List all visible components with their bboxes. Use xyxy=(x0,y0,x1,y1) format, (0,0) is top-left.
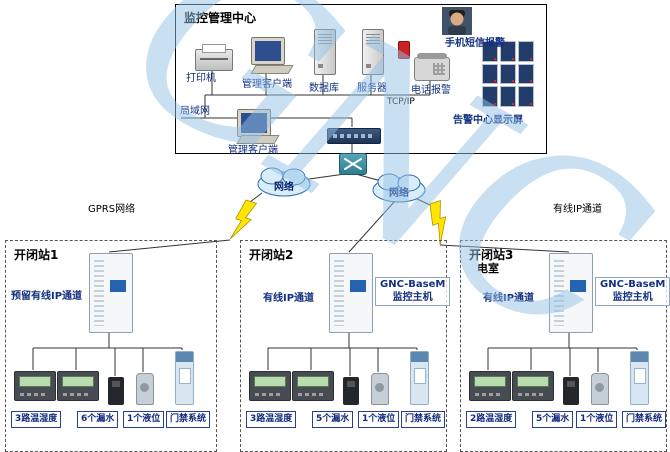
access-control-icon xyxy=(410,351,429,405)
temp-humidity-controller-icon xyxy=(57,371,99,401)
client-computer-icon xyxy=(251,37,285,65)
host-label-line2: 监控主机 xyxy=(612,291,653,303)
database-label: 数据库 xyxy=(309,83,339,94)
station3-host-label: GNC-BaseM 监控主机 xyxy=(595,277,670,306)
person-photo-icon xyxy=(442,7,472,35)
display-screen xyxy=(500,41,516,62)
sms-alarm-label: 手机短信报警 xyxy=(445,38,505,49)
station1-temp-label: 3路温湿度 xyxy=(11,411,62,428)
station3-channel-label: 有线IP通道 xyxy=(483,293,535,304)
station3-connectors xyxy=(487,330,638,376)
station1-connectors xyxy=(32,330,183,376)
station2-host-label: GNC-BaseM 监控主机 xyxy=(375,277,451,306)
access-control-icon xyxy=(630,351,649,405)
station1-channel-label: 预留有线IP通道 xyxy=(11,291,83,302)
alarm-device-icon xyxy=(398,41,410,59)
display-screen xyxy=(500,63,516,85)
host-label-line1: GNC-BaseM xyxy=(380,279,446,290)
station3-box: 开闭站3 电室 有线IP通道 GNC-BaseM 监控主机 2路温湿度 5个漏水… xyxy=(460,240,670,452)
station3-title: 开闭站3 xyxy=(469,248,514,262)
cloud-left-label: 网络 xyxy=(274,182,294,193)
water-leak-sensor-icon xyxy=(563,377,579,405)
liquid-level-sensor-icon xyxy=(136,373,154,405)
liquid-level-sensor-icon xyxy=(371,373,389,405)
display-screen xyxy=(482,86,498,107)
client-computer-icon xyxy=(237,109,271,137)
host-label-line2: 监控主机 xyxy=(392,291,433,303)
station-host-icon xyxy=(549,253,593,333)
station1-title: 开闭站1 xyxy=(14,248,59,262)
wired-channel-label: 有线IP通道 xyxy=(553,204,602,215)
client1-label: 管理客户端 xyxy=(242,79,292,90)
station2-leak-label: 5个漏水 xyxy=(312,411,354,428)
client2-label: 管理客户端 xyxy=(228,145,278,156)
cloud-right-label: 网络 xyxy=(389,188,409,199)
station3-level-label: 1个液位 xyxy=(576,411,618,428)
station3-door-label: 门禁系统 xyxy=(622,411,667,428)
station2-channel-label: 有线IP通道 xyxy=(263,293,315,304)
station2-temp-label: 3路温湿度 xyxy=(246,411,297,428)
liquid-level-sensor-icon xyxy=(591,373,609,405)
station1-box: 开闭站1 预留有线IP通道 3路温湿度 6个漏水 1个液位 门禁系统 xyxy=(5,240,217,452)
client-keyboard-icon xyxy=(250,65,294,74)
station2-title: 开闭站2 xyxy=(249,248,294,262)
database-server-icon xyxy=(314,29,336,75)
tcpip-label: TCP/IP xyxy=(387,97,415,107)
station3-subtitle: 电室 xyxy=(477,262,499,275)
phone-alarm-label: 电话报警 xyxy=(411,85,451,96)
phone-icon xyxy=(414,53,450,81)
server-label: 服务器 xyxy=(357,83,387,94)
station2-level-label: 1个液位 xyxy=(358,411,400,428)
station2-door-label: 门禁系统 xyxy=(401,411,446,428)
access-control-icon xyxy=(175,351,194,405)
temp-humidity-controller-icon xyxy=(512,371,554,401)
printer-label: 打印机 xyxy=(186,73,216,84)
lan-label: 局域网 xyxy=(180,106,210,117)
station1-level-label: 1个液位 xyxy=(123,411,165,428)
app-server-icon xyxy=(362,29,384,75)
display-screen xyxy=(482,63,498,85)
gprs-network-label: GPRS网络 xyxy=(88,204,136,215)
network-cloud-right-icon xyxy=(372,173,426,203)
station2-connectors xyxy=(267,330,418,376)
host-label-line1: GNC-BaseM xyxy=(600,279,666,290)
display-wall-icon xyxy=(482,41,534,107)
station-host-icon xyxy=(329,253,373,333)
core-switch-icon xyxy=(339,153,367,175)
station1-door-label: 门禁系统 xyxy=(166,411,211,428)
station3-temp-label: 2路温湿度 xyxy=(466,411,517,428)
station2-box: 开闭站2 有线IP通道 GNC-BaseM 监控主机 3路温湿度 5个漏水 1个… xyxy=(240,240,451,452)
station3-leak-label: 5个漏水 xyxy=(532,411,574,428)
display-screen xyxy=(500,86,516,107)
display-screen xyxy=(518,41,534,62)
display-screen xyxy=(482,41,498,62)
lightning-bolt-right-icon xyxy=(429,200,447,245)
display-screen xyxy=(518,63,534,85)
temp-humidity-controller-icon xyxy=(469,371,511,401)
temp-humidity-controller-icon xyxy=(292,371,334,401)
station-host-icon xyxy=(89,253,133,333)
display-wall-label: 告警中心显示屏 xyxy=(453,115,523,126)
center-title: 监控管理中心 xyxy=(184,11,257,25)
network-cloud-left-icon xyxy=(257,167,311,197)
display-screen xyxy=(518,86,534,107)
monitoring-center-panel: 监控管理中心 打印机 管理客户端 数据库 服务器 电话报警 手机短信报警 xyxy=(175,4,547,156)
temp-humidity-controller-icon xyxy=(249,371,291,401)
lan-switch-icon xyxy=(327,128,381,144)
printer-icon xyxy=(195,44,233,71)
water-leak-sensor-icon xyxy=(108,377,124,405)
water-leak-sensor-icon xyxy=(343,377,359,405)
lightning-bolt-left-icon xyxy=(229,199,258,240)
temp-humidity-controller-icon xyxy=(14,371,56,401)
wan-connectors xyxy=(108,192,570,253)
station1-leak-label: 6个漏水 xyxy=(77,411,119,428)
